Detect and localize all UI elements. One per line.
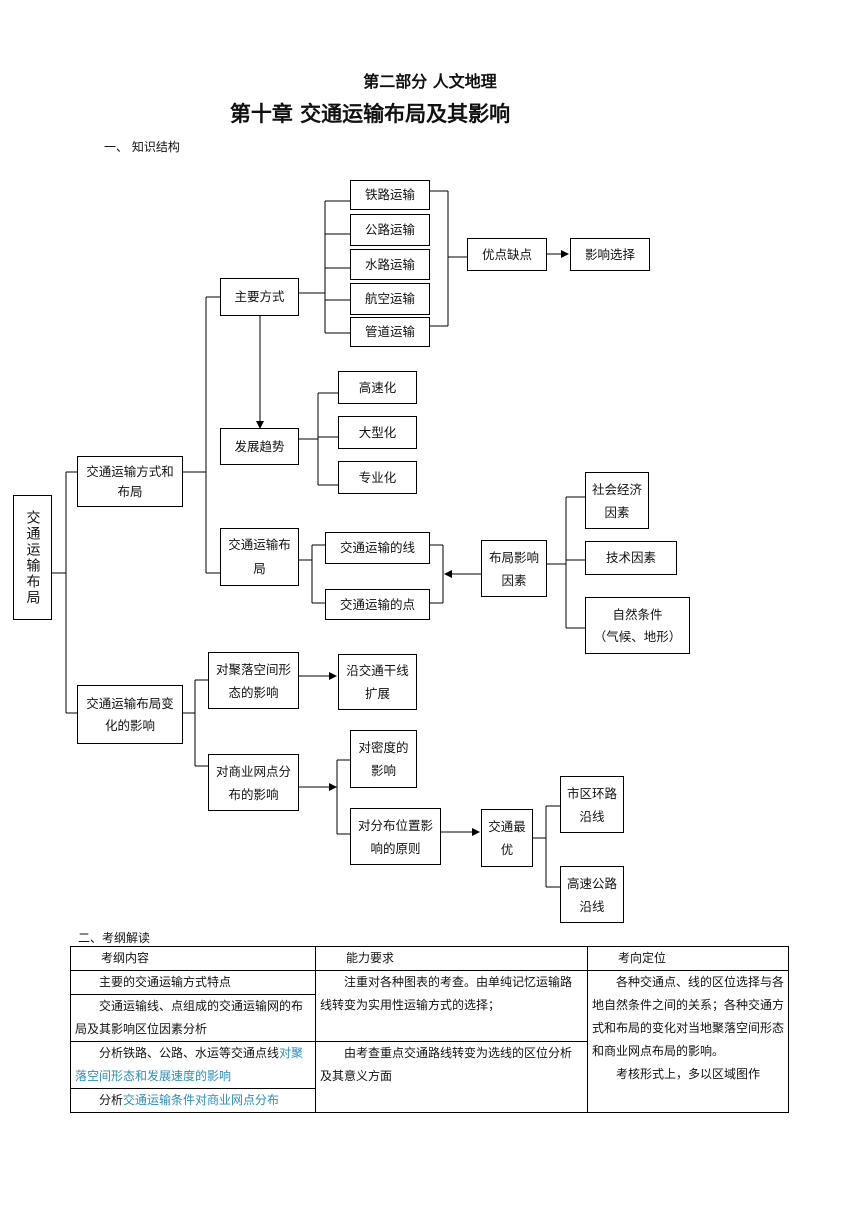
node-line: 交通运输的线	[325, 532, 430, 564]
node-modes-layout: 交通运输方式和布局	[77, 456, 183, 507]
table-header: 考向定位	[587, 946, 789, 971]
natural-note: （气候、地形）	[593, 628, 682, 644]
node-trend: 发展趋势	[220, 428, 299, 465]
node-main-modes: 主要方式	[220, 278, 299, 316]
cell-text: 分析铁路、公路、水运等交通点线	[99, 1046, 280, 1060]
section-outline: 二、考纲解读	[78, 931, 151, 945]
node-pipe: 管道运输	[350, 317, 430, 347]
node-tech: 技术因素	[585, 541, 677, 575]
table-header: 考纲内容	[70, 946, 316, 971]
node-impact-choice: 影响选择	[570, 238, 650, 271]
orientation-text: 各种交通点、线的区位选择与各地自然条件之间的关系；各种交通方式和布局的变化对当地…	[592, 975, 785, 1058]
table-header-row: 考纲内容 能力要求 考向定位	[70, 946, 789, 971]
node-pros-cons: 优点缺点	[467, 238, 547, 271]
table-cell: 由考查重点交通路线转变为选线的区位分析及其意义方面	[315, 1041, 588, 1113]
table-cell: 分析交通运输条件对商业网点分布	[70, 1088, 316, 1113]
node-ring-road: 市区环路沿线	[560, 776, 624, 833]
table-cell: 各种交通点、线的区位选择与各地自然条件之间的关系；各种交通方式和布局的变化对当地…	[587, 970, 789, 1113]
node-root: 交通运输布局	[13, 495, 52, 620]
node-density: 对密度的影响	[350, 730, 417, 788]
node-along-trunk: 沿交通干线扩展	[338, 654, 417, 710]
table-cell: 注重对各种图表的考查。由单纯记忆运输路线转变为实用性运输方式的选择；	[315, 970, 588, 1042]
node-layout: 交通运输布局	[220, 528, 299, 586]
table-cell: 主要的交通运输方式特点	[70, 970, 316, 995]
node-commercial: 对商业网点分布的影响	[208, 754, 299, 811]
node-change-impact: 交通运输布局变化的影响	[77, 685, 183, 744]
table-cell: 交通运输线、点组成的交通运输网的布局及其影响区位因素分析	[70, 994, 316, 1042]
node-rail: 铁路运输	[350, 180, 430, 210]
chapter-title: 第十章 交通运输布局及其影响	[229, 102, 511, 126]
node-point: 交通运输的点	[325, 589, 430, 620]
diagram-connectors	[52, 190, 585, 888]
node-layout-factors: 布局影响因素	[481, 540, 547, 597]
table-row: 主要的交通运输方式特点 注重对各种图表的考查。由单纯记忆运输路线转变为实用性运输…	[70, 970, 789, 1113]
cell-link-text: 交通运输条件对商业网点分布	[123, 1093, 280, 1107]
node-social-econ: 社会经济因素	[585, 472, 649, 529]
node-large-scale: 大型化	[338, 416, 417, 449]
table-cell: 分析铁路、公路、水运等交通点线对聚落空间形态和发展速度的影响	[70, 1041, 316, 1089]
node-location-principle: 对分布位置影响的原则	[350, 808, 441, 865]
section-knowledge-structure: 一、 知识结构	[104, 140, 180, 154]
node-air: 航空运输	[350, 283, 430, 315]
node-traffic-best: 交通最优	[481, 809, 533, 867]
outline-table: 考纲内容 能力要求 考向定位 主要的交通运输方式特点 注重对各种图表的考查。由单…	[70, 946, 789, 1113]
node-specialized: 专业化	[338, 461, 417, 494]
cell-text: 分析	[99, 1093, 124, 1107]
table-header: 能力要求	[315, 946, 588, 971]
natural-label: 自然条件	[612, 606, 663, 622]
table-row: 分析铁路、公路、水运等交通点线对聚落空间形态和发展速度的影响 由考查重点交通路线…	[70, 1041, 789, 1113]
node-highway: 高速公路沿线	[560, 866, 624, 923]
table-row: 分析交通运输条件对商业网点分布	[70, 1088, 789, 1113]
cell-link-text: 对聚落空间形态和发展速度的影响	[75, 1046, 304, 1083]
part-title: 第二部分 人文地理	[363, 72, 497, 91]
node-natural: 自然条件 （气候、地形）	[585, 597, 690, 654]
orientation-text-2: 考核形式上，多以区域图作	[616, 1067, 761, 1081]
table-row: 交通运输线、点组成的交通运输网的布局及其影响区位因素分析	[70, 994, 789, 1042]
node-water: 水路运输	[350, 249, 430, 280]
node-road: 公路运输	[350, 214, 430, 246]
node-high-speed: 高速化	[338, 371, 417, 404]
node-settlement: 对聚落空间形态的影响	[208, 652, 299, 709]
